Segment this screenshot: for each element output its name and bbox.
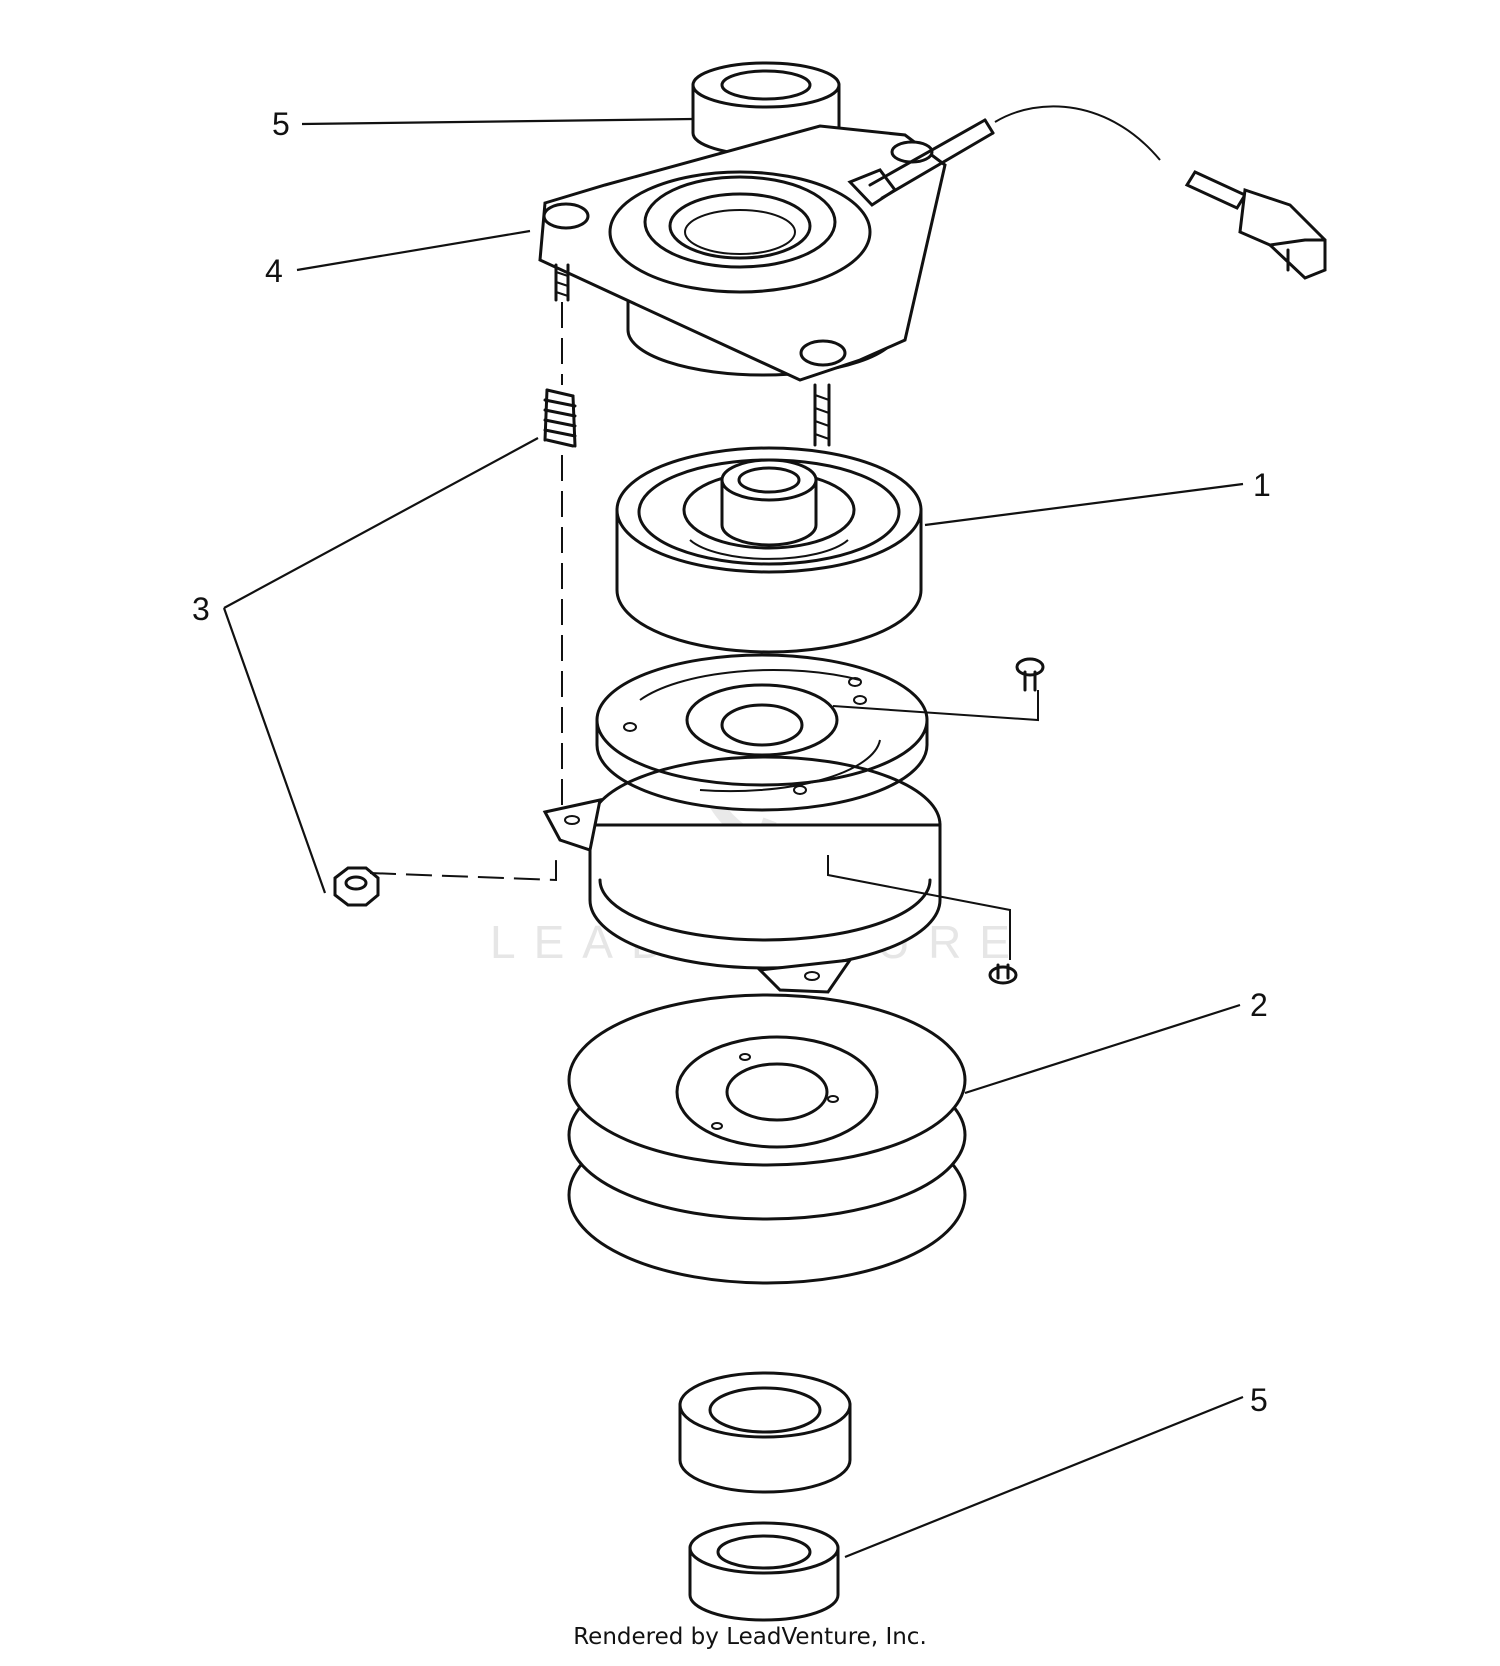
- wire-connector: [1184, 170, 1327, 280]
- leader-2: [964, 1003, 1241, 1095]
- screw-top: [1015, 657, 1045, 692]
- callout-3: 3: [192, 591, 210, 627]
- callout-5-bottom: 5: [1250, 1382, 1268, 1418]
- leader-1: [924, 482, 1244, 527]
- part-3-nut: [333, 866, 380, 907]
- callout-1: 1: [1253, 467, 1271, 503]
- assembly-line-screw-top: [832, 690, 1039, 722]
- leader-5-top: [301, 117, 694, 126]
- part-5-bottom-bearing: [688, 1521, 840, 1622]
- harness-wire: [994, 105, 1161, 161]
- screw-bottom: [988, 963, 1018, 985]
- callout-2: 2: [1250, 987, 1268, 1023]
- part-4-field-coil: [538, 118, 995, 447]
- part-3-spring: [543, 388, 577, 448]
- armature-plate: [595, 653, 929, 812]
- leader-3: [222, 437, 539, 894]
- part-1-rotor: [615, 446, 923, 654]
- callout-5-top: 5: [272, 106, 290, 142]
- spacer: [678, 1371, 852, 1494]
- callout-4: 4: [265, 253, 283, 289]
- part-2-pulley: [567, 993, 967, 1285]
- assembly-line-screw-bottom: [827, 855, 1011, 960]
- assembly-line-nut: [369, 855, 557, 882]
- leader-5-bottom: [844, 1395, 1244, 1559]
- brake-housing: [542, 755, 942, 994]
- footer-credit: Rendered by LeadVenture, Inc.: [573, 1624, 927, 1650]
- leader-4: [296, 229, 531, 272]
